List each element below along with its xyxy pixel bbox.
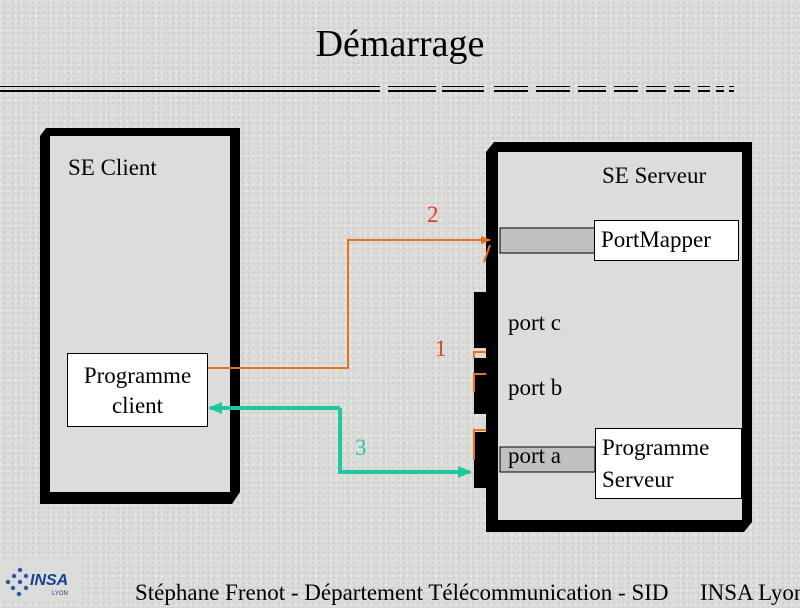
server-program-line2: Serveur: [602, 467, 674, 492]
client-program-line2: client: [111, 393, 164, 418]
server-program-box: Programme Serveur: [595, 428, 742, 499]
title-divider: [0, 86, 735, 94]
step-2-label: 2: [427, 202, 439, 227]
step-1-registration-arrow: [473, 244, 491, 460]
step-3-label: 3: [355, 435, 367, 460]
slide-title: Démarrage: [315, 23, 485, 65]
step-1-label: 1: [435, 336, 447, 361]
client-os-label: SE Client: [68, 155, 157, 180]
client-program-line1: Programme: [83, 363, 192, 388]
server-os-label: SE Serveur: [602, 163, 707, 188]
step-3-call-arrow: [208, 402, 472, 478]
client-machine-frame: [40, 128, 240, 504]
slide-footer-author: Stéphane Frenot - Département Télécommun…: [135, 580, 669, 605]
port-c-label: port c: [508, 310, 562, 335]
insa-logo: INSA LYON: [0, 558, 82, 600]
step-2-query-arrow: [208, 236, 491, 369]
ports: [474, 227, 596, 488]
portmapper-label: PortMapper: [601, 227, 711, 252]
port-b-block: [474, 358, 488, 414]
logo-text: INSA: [30, 572, 68, 589]
slide-footer-institution: INSA Lyon: [700, 580, 800, 605]
port-a-block: [474, 432, 488, 488]
client-program-box: Programme client: [67, 353, 208, 427]
port-a-label: port a: [508, 443, 562, 468]
port-b-label: port b: [508, 375, 563, 400]
port-c-block: [474, 292, 488, 348]
port-a-channel: [499, 446, 596, 473]
portmapper-port: [499, 227, 596, 254]
logo-subtext: LYON: [52, 591, 68, 597]
portmapper-box: PortMapper: [594, 220, 739, 261]
server-program-line1: Programme: [602, 435, 710, 460]
